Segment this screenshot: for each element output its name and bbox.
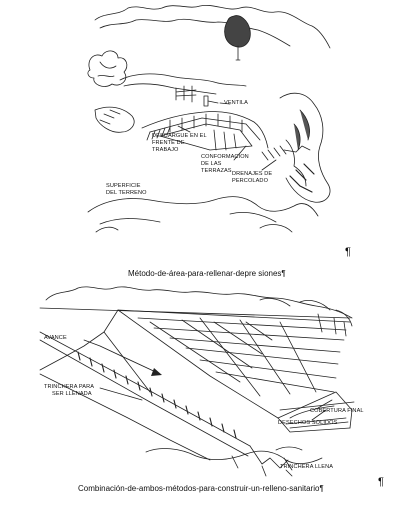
ground-line-2 — [39, 373, 211, 461]
label-trinchera-line2: SER LLENADA — [52, 391, 92, 397]
label-conformacion-line1: CONFORMACION — [201, 154, 249, 160]
leader-cobertura — [317, 399, 333, 409]
advance-arrow-icon — [99, 345, 161, 375]
tree — [224, 15, 251, 48]
figure-1-pilcrow: ¶ — [345, 246, 351, 258]
leader-ventila — [219, 102, 231, 105]
label-avance: AVANCE — [44, 335, 67, 341]
open-trench — [39, 331, 251, 457]
background-treeline — [94, 4, 331, 49]
fill-surface-top — [117, 309, 351, 323]
label-descargue-line1: DESCARGUE EN EL — [152, 133, 207, 139]
label-trinchera-llena: TRINCHERA LLENA — [280, 464, 333, 470]
leader-conformacion — [233, 145, 247, 161]
figure-2-pilcrow: ¶ — [378, 476, 384, 488]
right-rock-outcrop — [279, 92, 331, 203]
label-conformacion-line3: TERRAZAS — [201, 168, 232, 174]
leader-trinchera-llena — [283, 457, 293, 471]
leader-drenajes — [261, 159, 277, 171]
figure-2-caption: Combinación-de-ambos-métodos-para-constr… — [78, 484, 324, 493]
arrowhead-icon — [151, 368, 162, 376]
label-superficie-line2: DEL TERRENO — [106, 190, 147, 196]
figure-1-area-method-illustration: VENTILA DESCARGUE EN EL FRENTE DE TRABAJ… — [87, 4, 331, 233]
fill-front-face — [277, 391, 353, 429]
terrace-cells — [141, 111, 269, 149]
label-drenajes-line1: DRENAJES DE — [232, 171, 272, 177]
final-cover-line — [279, 401, 355, 411]
label-drenajes-line2: PERCOLADO — [232, 178, 269, 184]
label-cobertura-final: COBERTURA FINAL — [310, 408, 364, 414]
label-ventila: VENTILA — [224, 100, 248, 106]
leader-desechos — [311, 409, 327, 421]
fill-layer-lines — [137, 317, 347, 393]
label-conformacion-line2: DE LAS — [201, 161, 222, 167]
hillside-left — [94, 106, 135, 133]
label-descargue-line2: FRENTE DE — [152, 140, 185, 146]
fence-posts — [175, 85, 197, 103]
leader-trinchera — [99, 387, 143, 401]
label-trinchera-line1: TRINCHERA PARA — [44, 384, 94, 390]
label-superficie-line1: SUPERFICIE — [106, 183, 141, 189]
ground-surface — [87, 196, 319, 217]
figure-1-caption: Método-de-área-para-rellenar-depre sione… — [128, 269, 286, 278]
leader-descargue — [177, 125, 191, 133]
background-treeline-2 — [45, 286, 353, 319]
leader-avance — [83, 339, 101, 347]
left-bushes — [87, 50, 128, 87]
label-descargue-line3: TRABAJO — [152, 147, 179, 153]
label-desechos-solidos: DESECHOS SOLIDOS — [278, 420, 338, 426]
